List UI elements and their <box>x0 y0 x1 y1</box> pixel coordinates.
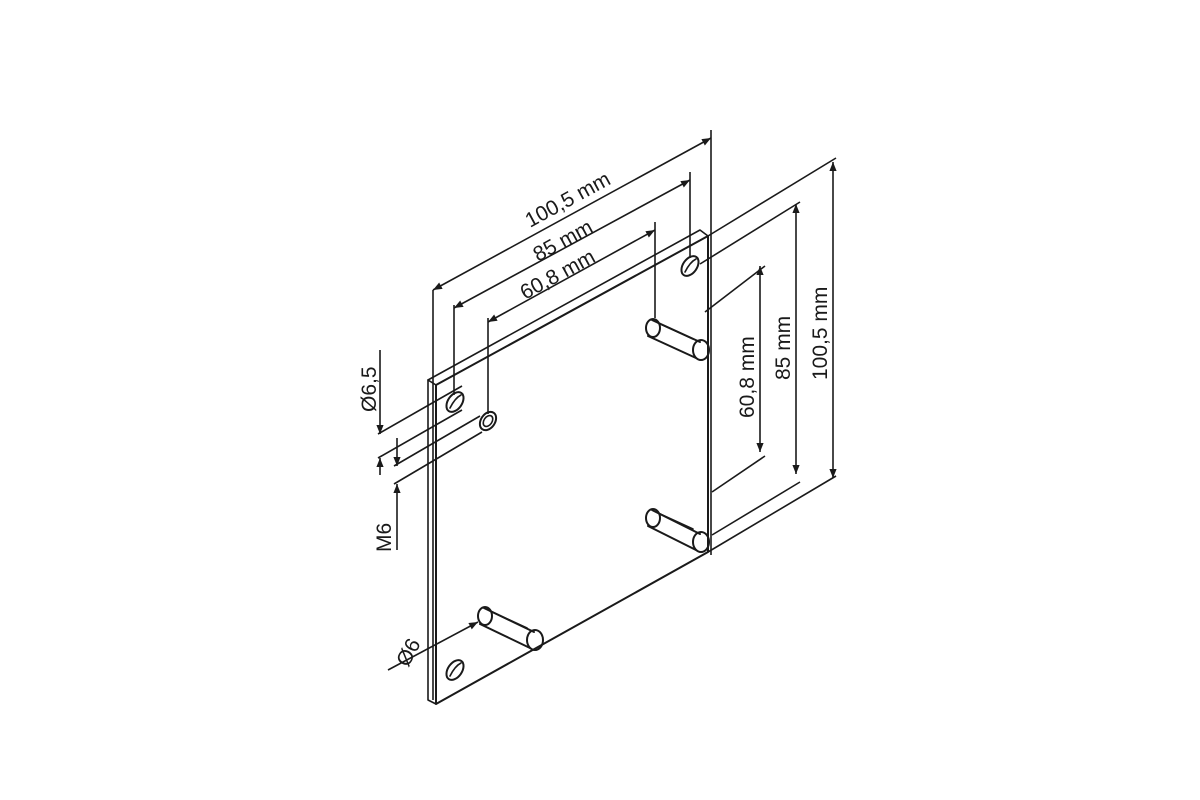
mounting-plate <box>427 229 709 705</box>
plate-hole-top-left <box>445 391 465 413</box>
dimension-horizontal-outer <box>432 130 712 700</box>
dimension-thread-m6 <box>393 415 483 550</box>
dimension-hole-diameter <box>376 350 463 475</box>
label-thread: M6 <box>373 523 396 552</box>
dimension-vertical-outer <box>707 157 837 553</box>
dimension-horizontal-inner <box>487 222 656 414</box>
pin-lower-right <box>645 508 710 553</box>
dimension-vertical-inner <box>704 265 766 493</box>
label-hole-diameter: Ø6,5 <box>358 366 381 412</box>
label-vertical-middle: 85 mm <box>772 316 795 380</box>
dimension-vertical-middle <box>699 201 801 536</box>
dimension-pin-diameter <box>387 621 479 671</box>
plate-threaded-hole-m6 <box>478 410 498 432</box>
pin-upper-right <box>645 318 710 361</box>
label-horizontal-outer: 100,5 mm <box>521 168 614 233</box>
pin-lower-left <box>477 606 544 651</box>
plate-hole-bottom-left <box>445 659 465 681</box>
label-vertical-outer: 100,5 mm <box>809 287 832 380</box>
label-vertical-inner: 60,8 mm <box>736 336 759 418</box>
